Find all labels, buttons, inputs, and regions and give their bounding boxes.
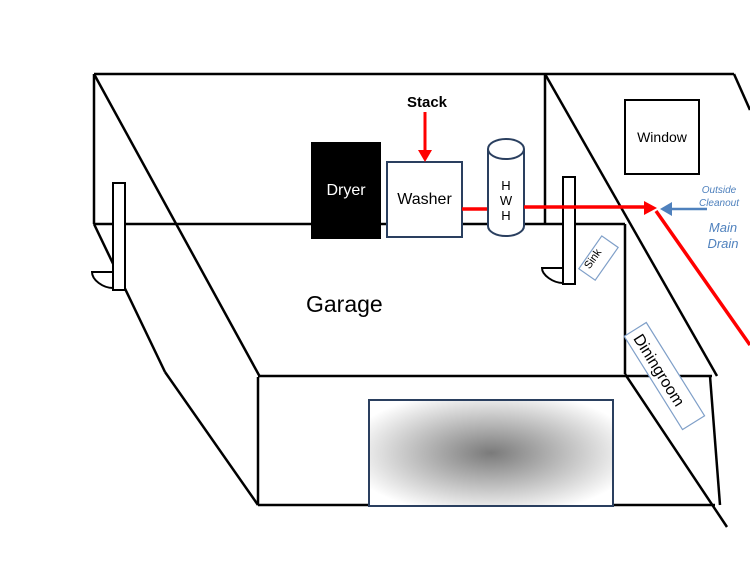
washer-box <box>386 161 463 238</box>
dining-room-box <box>623 321 706 431</box>
washer-label: Washer <box>397 190 452 208</box>
cleanout-arrow-icon <box>660 202 707 216</box>
drain-pipe <box>462 205 750 347</box>
outside-cleanout-label: Outside Cleanout <box>698 185 740 209</box>
water-heater-label: H W H <box>499 178 513 223</box>
dryer-box <box>311 142 381 239</box>
dryer-label: Dryer <box>326 181 366 199</box>
window-label: Window <box>637 129 687 145</box>
window-box <box>624 99 700 175</box>
stack-label: Stack <box>407 94 448 111</box>
drain-arrow-icon <box>644 201 657 215</box>
main-drain-label: Main Drain <box>707 220 739 251</box>
water-heater-icon <box>487 138 525 237</box>
right-door-icon <box>540 176 576 285</box>
left-door-icon <box>90 182 126 291</box>
garage-label: Garage <box>306 291 383 317</box>
stack-arrow-icon <box>418 112 432 162</box>
garage-door <box>368 399 614 507</box>
sink-box <box>577 235 619 282</box>
